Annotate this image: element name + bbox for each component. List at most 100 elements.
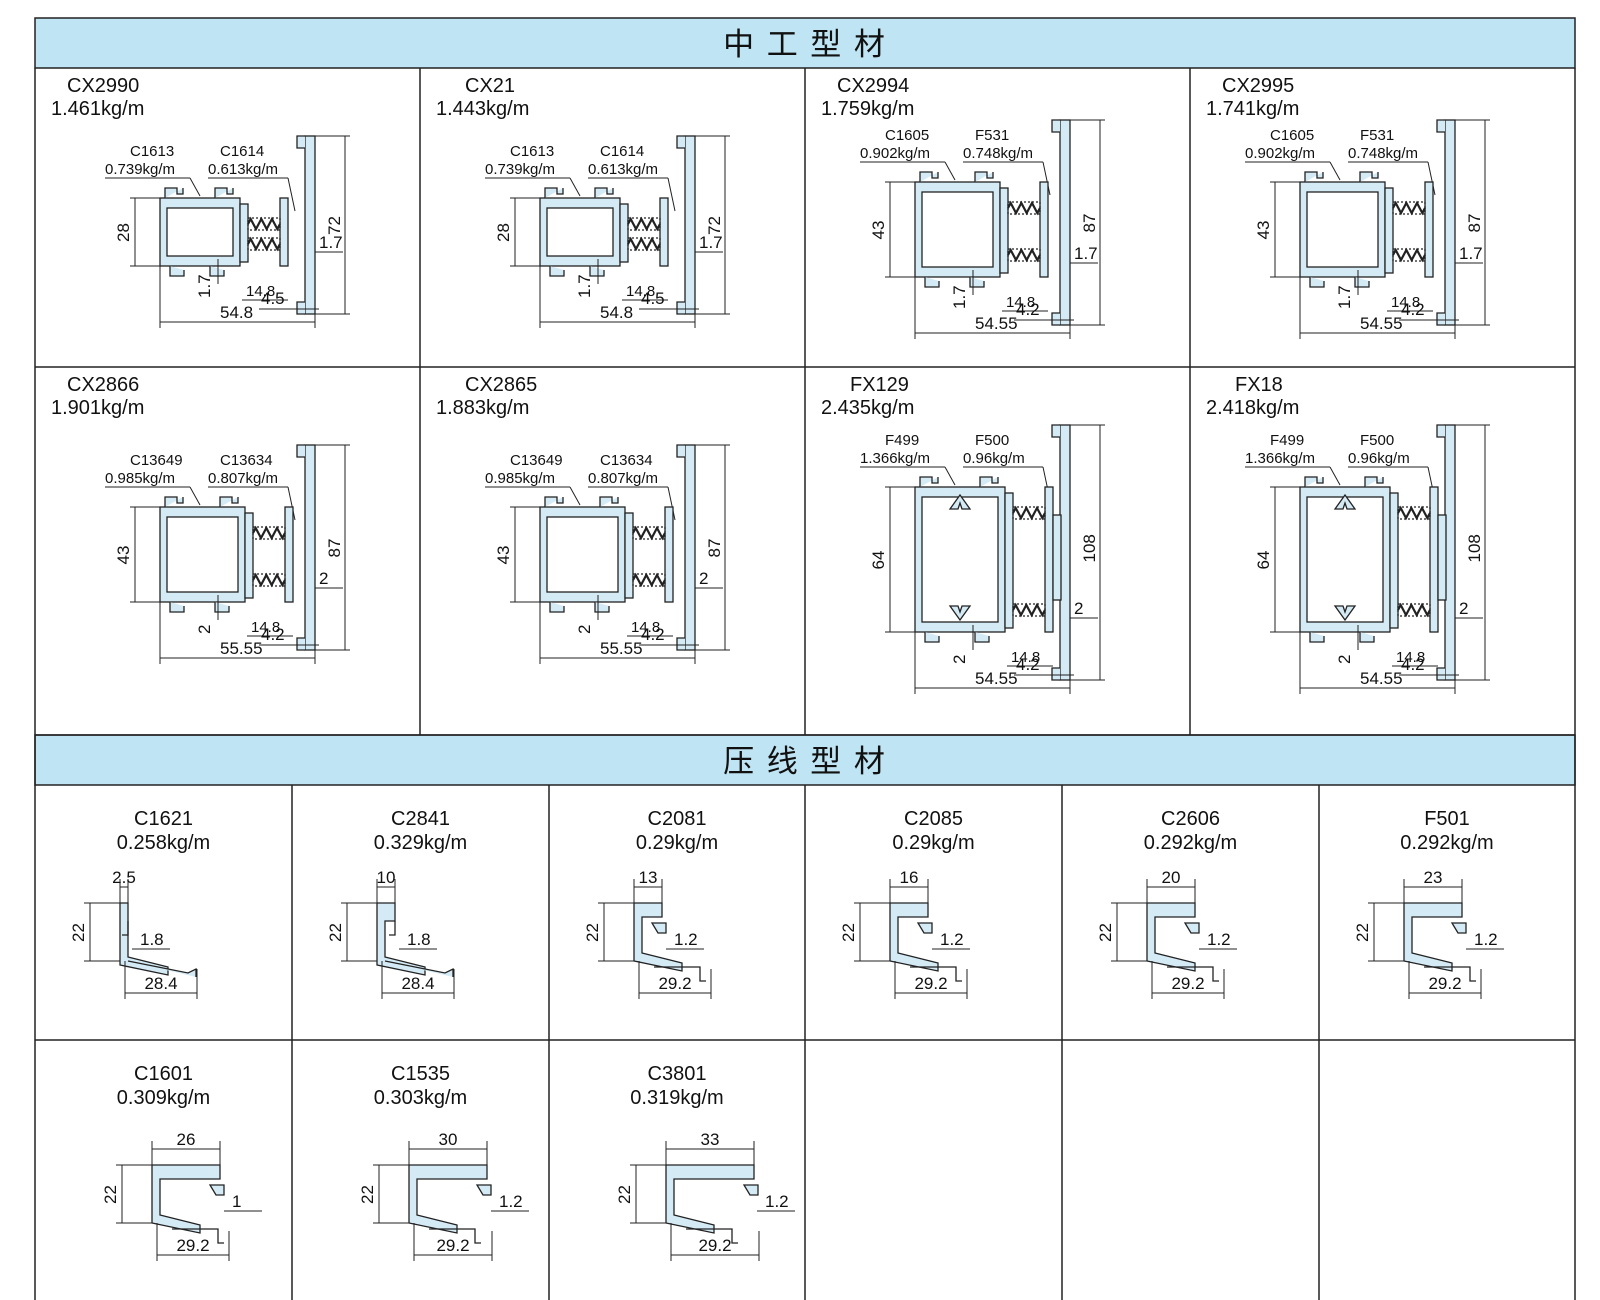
dim-height: 43: [1254, 221, 1273, 240]
dim-height: 43: [494, 546, 513, 565]
flange-hook: [1051, 119, 1060, 133]
profile-weight: 1.759kg/m: [821, 98, 914, 120]
gasket-body: [252, 573, 286, 587]
bead-body: [376, 902, 426, 976]
gasket-zigzag: [1397, 602, 1431, 618]
dim-gasket: 14.8: [631, 619, 660, 636]
dim-wall: 1.7: [575, 274, 594, 298]
dim-total: 87: [325, 539, 344, 558]
bead-hook: [219, 496, 239, 507]
flange-hook: [1051, 312, 1060, 326]
bead-foot: [1359, 632, 1375, 643]
mullion-flange: [304, 444, 316, 651]
bead-dim-top: 20: [1162, 868, 1181, 887]
subpart-code: C1614: [600, 143, 644, 160]
bead-foot: [209, 266, 225, 277]
section-profile-drawing: [665, 1164, 759, 1244]
web-tab: [1333, 605, 1357, 622]
dim-height: 64: [869, 551, 888, 570]
flange-hook: [296, 301, 305, 315]
inner-wall: [284, 506, 294, 603]
middle-profile-cell: CX211.443kg/mC16130.739kg/mC16140.613kg/…: [436, 75, 730, 328]
bead-hook: [919, 171, 939, 182]
chamber-hollow: [921, 191, 994, 268]
flange-hook: [1436, 312, 1445, 326]
bead-dim-wall: 1.2: [1207, 930, 1231, 949]
subpart-weight: 0.739kg/m: [485, 161, 555, 178]
subpart-weight: 1.366kg/m: [860, 450, 930, 467]
subpart-weight: 0.613kg/m: [208, 161, 278, 178]
subpart-code: F531: [1360, 127, 1394, 144]
bead-profiles-title: 压 线 型 材: [723, 744, 887, 779]
flange-hook: [1436, 667, 1445, 681]
dim-height: 28: [114, 223, 133, 242]
bead-dim-height: 22: [69, 923, 88, 942]
bead-base: [686, 1228, 738, 1244]
middle-profile-cell: CX29941.759kg/mC16050.902kg/mF5310.748kg…: [821, 75, 1105, 339]
subpart-weight: 0.96kg/m: [963, 450, 1025, 467]
bead-foot: [549, 602, 565, 613]
dim-flange: 1.7: [1074, 244, 1098, 263]
bead-body: [408, 1164, 488, 1234]
section-profile-drawing: [889, 902, 962, 982]
thermal-break-wall: [1389, 492, 1399, 629]
gasket-strip-icon: [1012, 602, 1046, 618]
thermal-break-wall: [999, 187, 1009, 274]
bead-dim-top: 10: [377, 868, 396, 887]
bead-dim-top: 33: [701, 1130, 720, 1149]
bead-hook: [1364, 476, 1384, 487]
profile-weight: 1.901kg/m: [51, 397, 144, 419]
bead-foot: [1354, 277, 1370, 288]
leader-line: [569, 177, 581, 197]
dim-height: 43: [114, 546, 133, 565]
gasket-strip-icon: [632, 572, 666, 588]
bead-hook: [594, 187, 614, 198]
middle-profile-cell: FX182.418kg/mF4991.366kg/mF5000.96kg/m64…: [1206, 374, 1490, 694]
dim-wall: 2: [195, 625, 214, 634]
section-profile-drawing: [1403, 902, 1476, 982]
bead-code: C2606: [1161, 808, 1220, 830]
bead-dim-top: 26: [177, 1130, 196, 1149]
bead-hook: [919, 476, 939, 487]
dim-total: 72: [325, 216, 344, 235]
leader-line: [1329, 466, 1341, 486]
bead-hook: [164, 187, 184, 198]
chamber-hollow: [921, 496, 999, 623]
bead-code: C1621: [134, 808, 193, 830]
subpart-weight: 0.739kg/m: [105, 161, 175, 178]
gasket-strip-icon: [1397, 505, 1431, 521]
middle-profiles-header-bar: [34, 17, 1576, 69]
leader-line: [944, 466, 956, 486]
bead-code: C1535: [391, 1063, 450, 1085]
section-profile-drawing: [376, 902, 454, 977]
bead-dim-wall: 1.2: [1474, 930, 1498, 949]
gasket-zigzag: [1392, 200, 1426, 216]
dim-flange: 1.7: [319, 233, 343, 252]
dim-width: 54.55: [1360, 669, 1403, 688]
bead-dim-wall: 1.2: [499, 1192, 523, 1211]
dim-wall: 1.7: [1335, 285, 1354, 309]
subpart-code: F531: [975, 127, 1009, 144]
bead-clip: [1450, 922, 1467, 934]
profile-weight: 1.443kg/m: [436, 98, 529, 120]
section-profile-drawing: [1146, 902, 1219, 982]
dim-flange: 1.7: [699, 233, 723, 252]
gasket-strip-icon: [247, 216, 281, 232]
dim-width: 54.55: [975, 314, 1018, 333]
inner-wall: [1424, 181, 1434, 278]
inner-wall: [279, 197, 289, 267]
section-profile-drawing: [633, 902, 706, 982]
bead-dim-top: 16: [900, 868, 919, 887]
leader-line: [1427, 161, 1436, 196]
dim-width: 55.55: [220, 639, 263, 658]
bead-dim-height: 22: [839, 923, 858, 942]
gasket-body: [1012, 506, 1046, 520]
bead-tail: [127, 960, 197, 977]
bead-dim-height: 22: [1096, 923, 1115, 942]
bead-dim-width: 28.4: [401, 974, 434, 993]
bead-weight: 0.329kg/m: [374, 832, 467, 854]
